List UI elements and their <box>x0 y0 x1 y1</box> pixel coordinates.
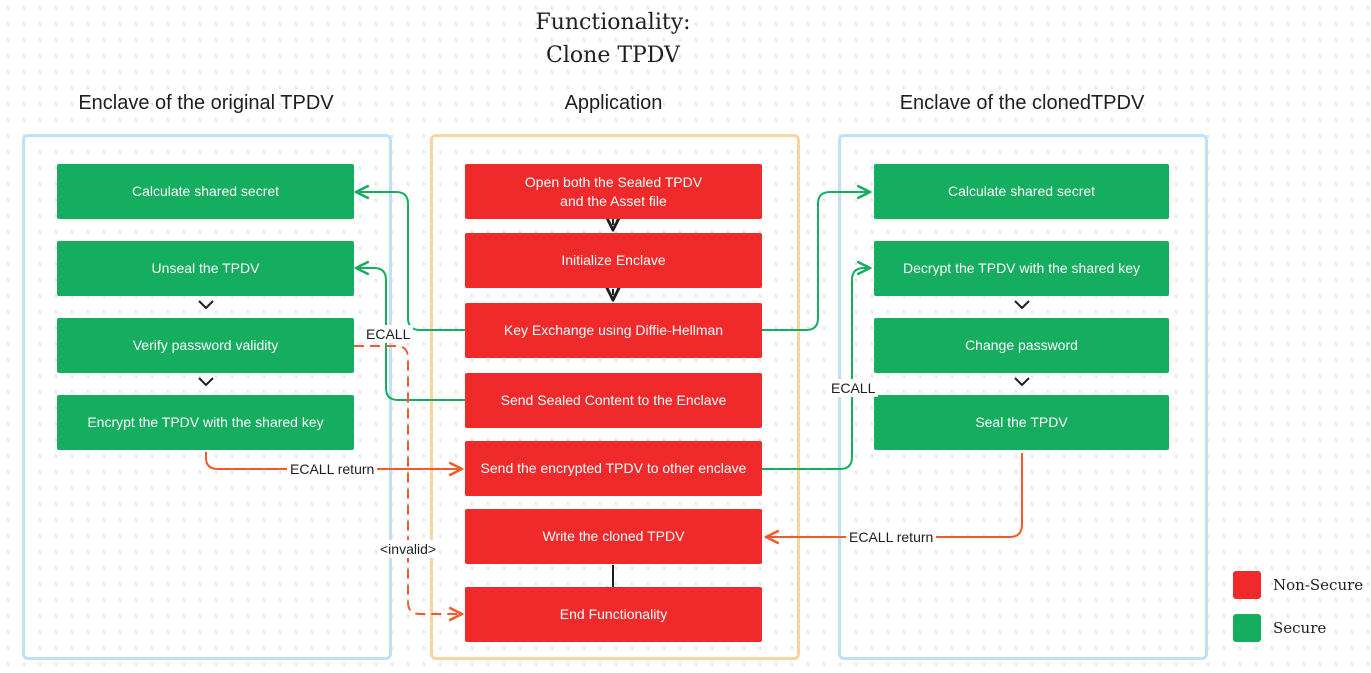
left-encrypt-tpdv: Encrypt the TPDV with the shared key <box>57 395 354 450</box>
label-ecall-left: ECALL <box>363 325 414 343</box>
right-calculate-shared-secret: Calculate shared secret <box>874 164 1169 219</box>
left-unseal-tpdv: Unseal the TPDV <box>57 241 354 296</box>
middle-column-title: Application <box>564 92 663 114</box>
right-column-title: Enclave of the clonedTPDV <box>899 92 1145 114</box>
label-invalid: <invalid> <box>377 540 440 558</box>
right-seal-tpdv: Seal the TPDV <box>874 395 1169 450</box>
legend-secure-swatch <box>1233 614 1261 642</box>
legend-non-secure-swatch <box>1233 571 1261 599</box>
right-decrypt-tpdv: Decrypt the TPDV with the shared key <box>874 241 1169 296</box>
chevron-right-2 <box>1014 377 1030 387</box>
app-end-functionality: End Functionality <box>465 587 762 642</box>
diagram-title-line1: Functionality: <box>535 10 691 35</box>
chevron-left-2 <box>198 377 214 387</box>
app-open-sealed-and-asset: Open both the Sealed TPDV and the Asset … <box>465 164 762 219</box>
right-enclave-container <box>838 134 1208 660</box>
chevron-left-1 <box>198 300 214 310</box>
chevron-right-1 <box>1014 300 1030 310</box>
left-verify-password: Verify password validity <box>57 318 354 373</box>
left-column-title: Enclave of the original TPDV <box>78 92 334 114</box>
app-send-sealed-content: Send Sealed Content to the Enclave <box>465 373 762 428</box>
orange-dashed-invalid <box>354 345 462 614</box>
diagram-title-line2: Clone TPDV <box>546 43 680 68</box>
app-send-encrypted-tpdv: Send the encrypted TPDV to other enclave <box>465 441 762 496</box>
green-encrypted-to-right-decrypt <box>762 268 870 470</box>
app-write-cloned-tpdv: Write the cloned TPDV <box>465 509 762 564</box>
green-keyex-to-right-secret <box>762 192 870 331</box>
green-keyex-to-left-secret <box>356 192 465 331</box>
app-key-exchange: Key Exchange using Diffie-Hellman <box>465 303 762 358</box>
app-initialize-enclave: Initialize Enclave <box>465 233 762 288</box>
left-calculate-shared-secret: Calculate shared secret <box>57 164 354 219</box>
legend-secure-label: Secure <box>1273 619 1327 637</box>
orange-seal-to-write <box>766 453 1023 537</box>
label-ecall-return-left: ECALL return <box>287 460 378 478</box>
label-ecall-right: ECALL <box>828 379 879 397</box>
orange-encrypt-to-send <box>205 452 462 469</box>
right-change-password: Change password <box>874 318 1169 373</box>
application-container <box>430 134 800 660</box>
legend-non-secure-label: Non-Secure <box>1273 576 1364 594</box>
label-ecall-return-right: ECALL return <box>846 528 937 546</box>
